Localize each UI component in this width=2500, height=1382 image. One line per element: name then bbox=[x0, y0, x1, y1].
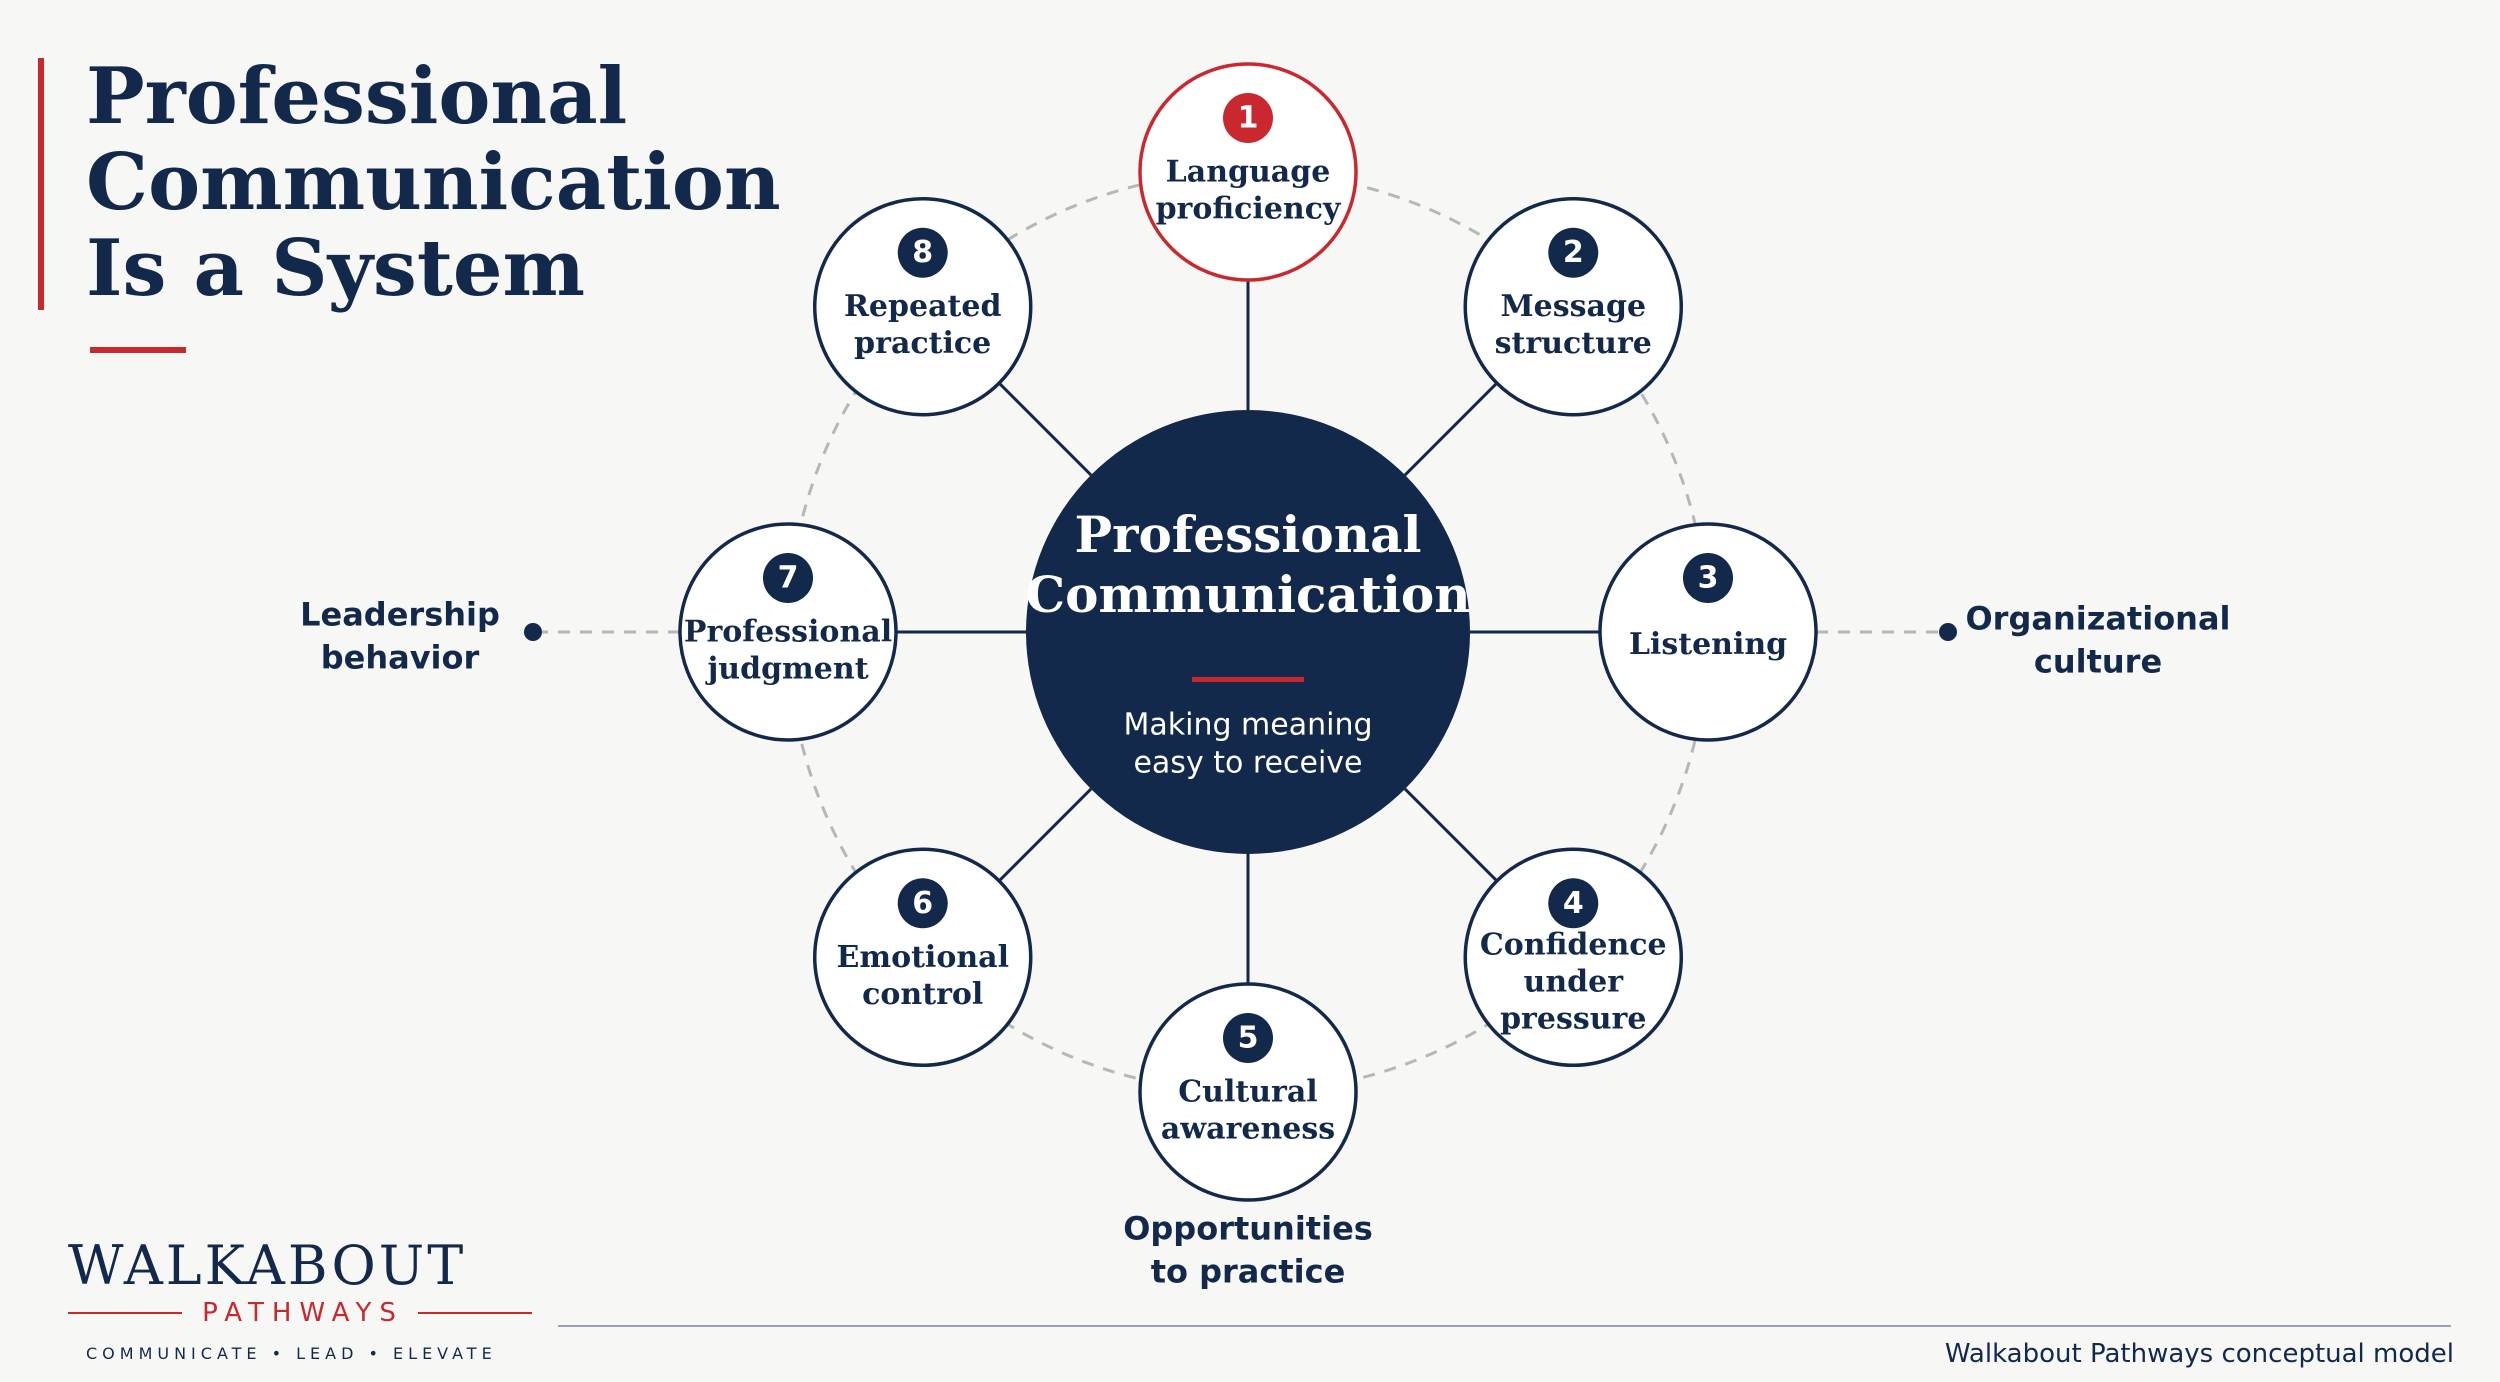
hub-title-2: Communication bbox=[1025, 565, 1470, 624]
node-circle-7 bbox=[678, 522, 898, 742]
node-label-2-2: structure bbox=[1495, 326, 1652, 361]
node-label-6-2: control bbox=[862, 977, 983, 1012]
node-label-8-1: Repeated bbox=[844, 289, 1001, 324]
node-label-7-1: Professional bbox=[684, 615, 892, 650]
title-line-1: Professional bbox=[86, 51, 628, 142]
hub-circle bbox=[1026, 410, 1470, 854]
node-badge-7 bbox=[763, 553, 813, 603]
logo-sub-row: PATHWAYS bbox=[68, 1298, 532, 1328]
outer-influences: LeadershipbehaviorOrganizationalcultureO… bbox=[300, 596, 2230, 1291]
influence-label-left-2: behavior bbox=[321, 639, 480, 677]
node-badge-6 bbox=[897, 878, 948, 929]
node-label-4-3: pressure bbox=[1500, 1001, 1646, 1036]
node-circle-3 bbox=[1598, 522, 1818, 742]
logo-rule-right bbox=[417, 1312, 532, 1314]
node-number-4: 4 bbox=[1563, 886, 1584, 921]
title-line-2: Communication bbox=[86, 137, 781, 228]
influence-label-bottom-2: to practice bbox=[1151, 1253, 1346, 1291]
hub-subtitle-2: easy to receive bbox=[1133, 746, 1362, 781]
footer-divider bbox=[558, 1325, 2451, 1327]
hub-title-1: Professional bbox=[1075, 505, 1422, 564]
spoke-2 bbox=[1403, 382, 1498, 477]
node-circle-6 bbox=[812, 847, 1033, 1068]
influence-left: Leadership behavior bbox=[300, 596, 680, 677]
node-number-5: 5 bbox=[1238, 1021, 1259, 1056]
node-badge-1 bbox=[1223, 93, 1273, 143]
spoke-4 bbox=[1403, 787, 1498, 882]
logo-rule-left bbox=[68, 1312, 183, 1314]
node-label-4-2: under bbox=[1524, 964, 1625, 999]
logo-subword: PATHWAYS bbox=[202, 1298, 404, 1328]
node-badge-5 bbox=[1223, 1013, 1273, 1063]
influence-label-bottom-1: Opportunities bbox=[1123, 1210, 1373, 1248]
node-circle-5 bbox=[1138, 982, 1358, 1202]
node-label-1-2: proficiency bbox=[1156, 192, 1342, 227]
node-number-6: 6 bbox=[912, 886, 933, 921]
influence-dot-left bbox=[524, 623, 542, 641]
node-label-7-2: judgment bbox=[704, 652, 868, 687]
footer-caption: Walkabout Pathways conceptual model bbox=[1944, 1339, 2454, 1369]
hub-subtitle-1: Making meaning bbox=[1123, 708, 1372, 743]
title-accent-bar bbox=[38, 58, 44, 310]
node-label-3-1: Listening bbox=[1629, 627, 1787, 662]
node-circle-2 bbox=[1463, 196, 1684, 417]
node-badge-3 bbox=[1683, 553, 1733, 603]
node-label-5-2: awareness bbox=[1161, 1112, 1335, 1147]
node-label-6-1: Emotional bbox=[836, 940, 1009, 975]
node-number-7: 7 bbox=[778, 561, 799, 596]
influence-right: Organizational culture bbox=[1816, 600, 2231, 681]
node-badge-4 bbox=[1548, 878, 1599, 929]
influence-dot-right bbox=[1939, 623, 1957, 641]
title-line-3: Is a System bbox=[86, 223, 586, 314]
node-circle-8 bbox=[812, 196, 1033, 417]
hub-divider bbox=[1192, 677, 1304, 682]
node-number-1: 1 bbox=[1238, 101, 1259, 136]
node-label-2-1: Message bbox=[1500, 289, 1646, 324]
influence-label-left-1: Leadership bbox=[300, 596, 500, 634]
spokes bbox=[896, 280, 1600, 984]
node-number-2: 2 bbox=[1563, 235, 1584, 270]
node-label-5-1: Cultural bbox=[1178, 1075, 1317, 1110]
node-number-8: 8 bbox=[912, 235, 933, 270]
node-label-1-1: Language bbox=[1166, 155, 1331, 190]
node-badge-8 bbox=[897, 227, 948, 278]
influence-label-right-1: Organizational bbox=[1965, 600, 2230, 638]
page-title: Professional Communication Is a System bbox=[86, 54, 781, 312]
company-logo: WALKABOUT PATHWAYS COMMUNICATE • LEAD • … bbox=[68, 1236, 538, 1363]
influence-bottom: Opportunities to practice bbox=[1123, 1177, 1373, 1291]
node-badge-2 bbox=[1548, 227, 1599, 278]
influence-label-right-2: culture bbox=[2034, 643, 2162, 681]
spoke-8 bbox=[998, 382, 1093, 477]
node-number-3: 3 bbox=[1698, 561, 1719, 596]
node-label-8-2: practice bbox=[854, 326, 991, 361]
logo-wordmark: WALKABOUT bbox=[68, 1234, 467, 1297]
node-circle-1 bbox=[1138, 62, 1358, 282]
node-circle-4 bbox=[1463, 847, 1684, 1068]
title-underline bbox=[90, 347, 186, 353]
node-label-4-1: Confidence bbox=[1480, 927, 1667, 962]
logo-tagline: COMMUNICATE • LEAD • ELEVATE bbox=[86, 1344, 497, 1363]
spoke-6 bbox=[998, 787, 1093, 882]
